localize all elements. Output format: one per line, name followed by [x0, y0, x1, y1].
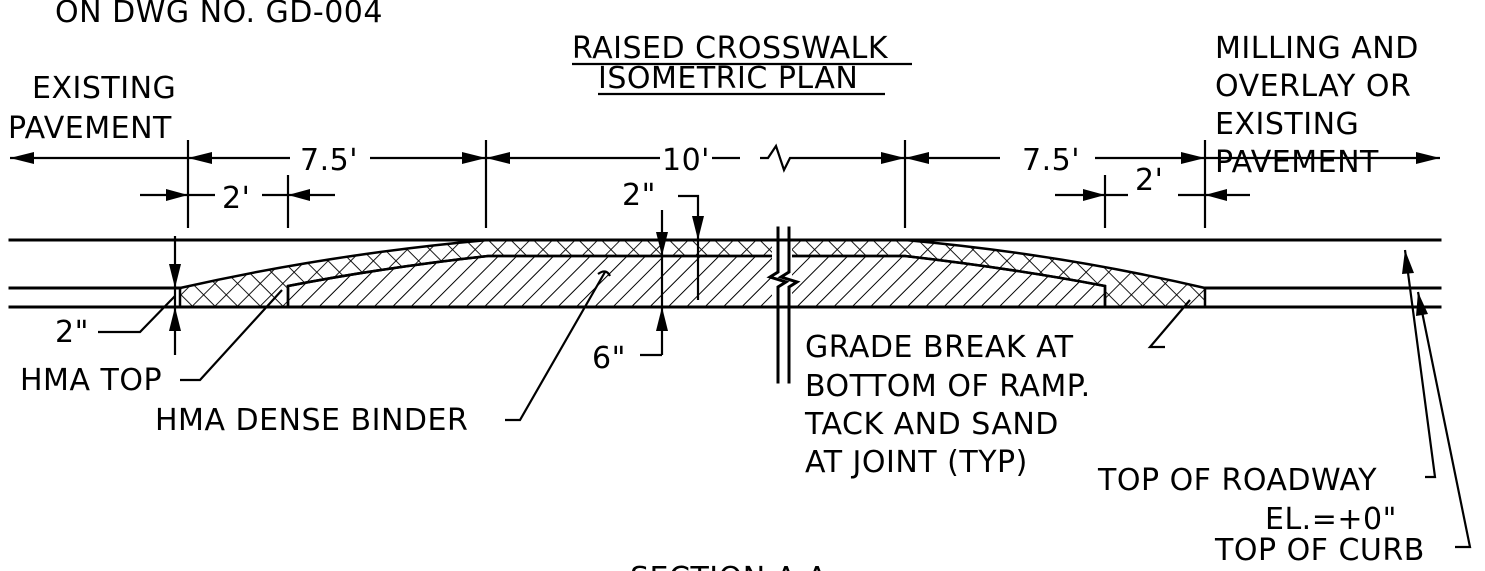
dim-right-7-5: 7.5'	[1022, 143, 1080, 178]
existing-pavement-line-2: PAVEMENT	[8, 111, 172, 146]
section-label: SECTION A-A	[630, 561, 828, 571]
milling-line-2: OVERLAY OR	[1215, 69, 1411, 104]
existing-pavement-line-1: EXISTING	[32, 71, 176, 106]
title-line-1: RAISED CROSSWALK	[572, 31, 889, 66]
milling-line-4: PAVEMENT	[1215, 145, 1379, 180]
top-note: ON DWG NO. GD-004	[55, 0, 383, 30]
grade-break-line-1: GRADE BREAK AT	[805, 330, 1074, 365]
leader-lines	[180, 249, 1472, 549]
pavement-section	[178, 236, 1207, 311]
top-of-roadway-label: TOP OF ROADWAY	[1097, 463, 1377, 498]
grade-break-line-4: AT JOINT (TYP)	[805, 445, 1028, 480]
roadway-lines	[8, 238, 1442, 309]
hma-dense-binder-label: HMA DENSE BINDER	[155, 403, 468, 438]
hma-top-label: HMA TOP	[20, 363, 162, 398]
top-of-curb-label: TOP OF CURB	[1214, 533, 1425, 568]
grade-break-line-3: TACK AND SAND	[804, 407, 1059, 442]
dim-6in: 6"	[592, 341, 626, 376]
dimension-lines	[10, 140, 1440, 357]
dim-2in-top: 2"	[622, 178, 656, 213]
break-symbol	[766, 226, 801, 384]
dim-left-7-5: 7.5'	[300, 143, 358, 178]
dim-left-2ft: 2'	[222, 181, 250, 216]
milling-line-1: MILLING AND	[1215, 31, 1419, 66]
dim-2in-left: 2"	[55, 315, 89, 350]
title-line-2: ISOMETRIC PLAN	[598, 61, 858, 96]
grade-break-line-2: BOTTOM OF RAMP.	[805, 369, 1091, 404]
elevation-label: EL.=+0"	[1265, 502, 1397, 537]
dim-center-10: 10'	[662, 143, 710, 178]
labels: ON DWG NO. GD-004 RAISED CROSSWALK ISOME…	[8, 0, 1425, 571]
dim-right-2ft: 2'	[1135, 163, 1163, 198]
milling-line-3: EXISTING	[1215, 107, 1359, 142]
